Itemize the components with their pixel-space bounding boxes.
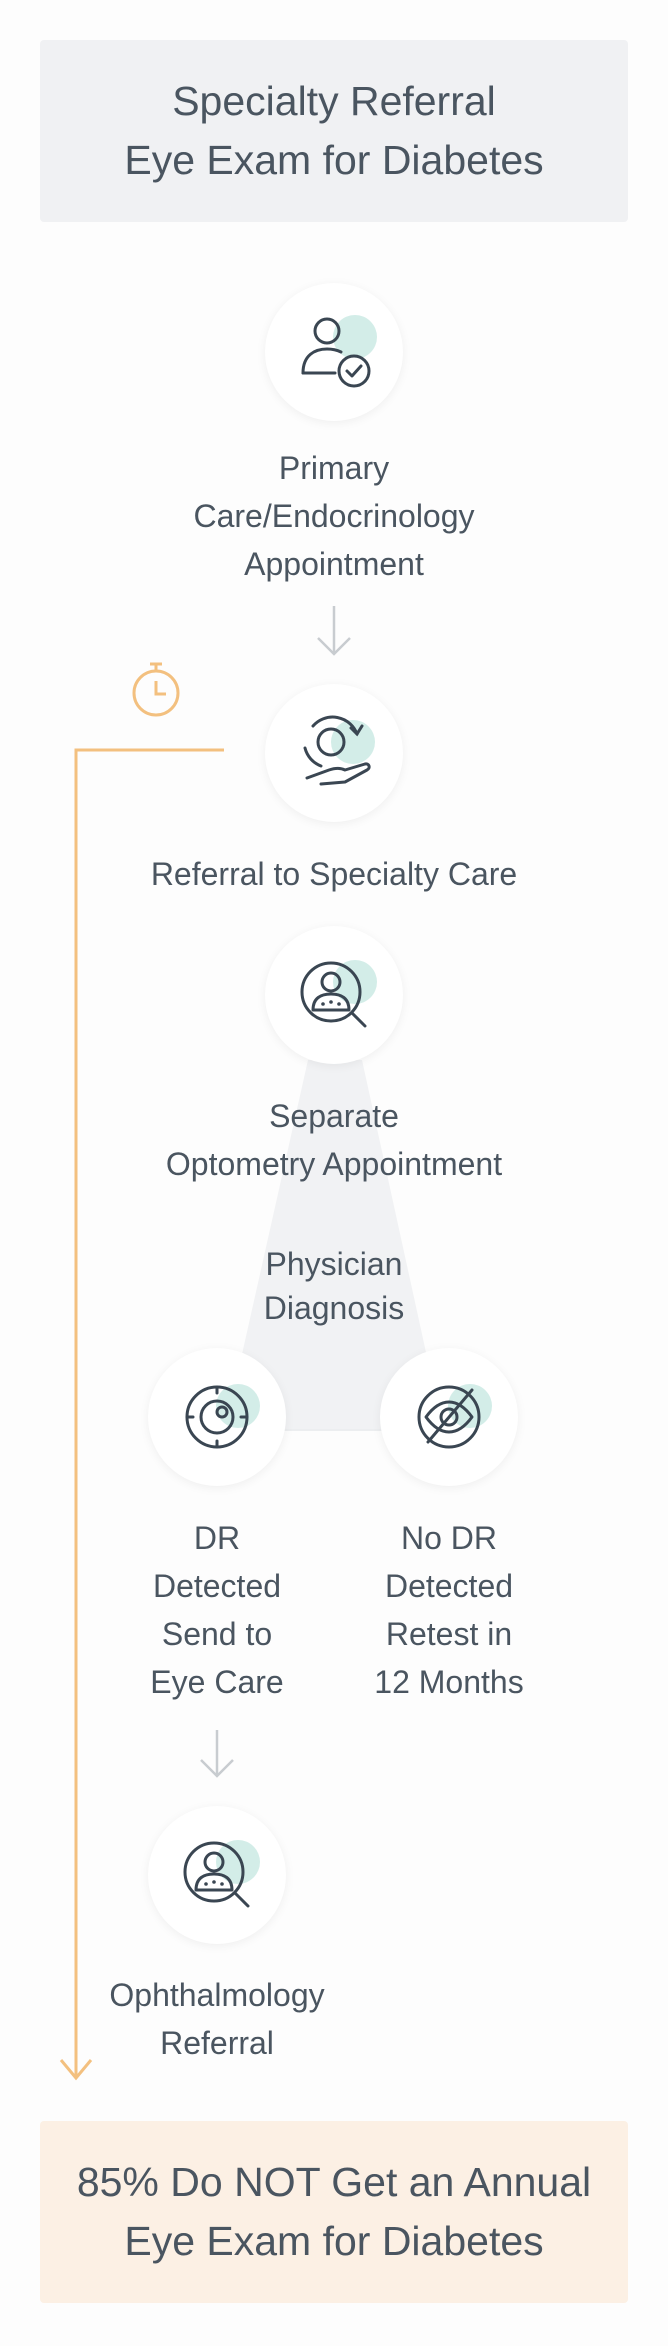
dr-detected-label: DR Detected Send to Eye Care [117, 1514, 317, 1706]
optometry-label: Separate Optometry Appointment [84, 1092, 584, 1188]
optometry-label-line: Separate [269, 1098, 399, 1134]
diagnosis-label-line: Diagnosis [263, 1290, 405, 1326]
footer-line-1: 85% Do NOT Get an Annual [76, 2159, 592, 2205]
ophthalmology-label-line: Ophthalmology [109, 1977, 325, 2013]
no-dr-icon-circle [380, 1348, 518, 1486]
dr-detected-label-line: Send to [161, 1616, 273, 1652]
no-dr-label-line: No DR [400, 1520, 497, 1556]
magnify-person-icon [300, 960, 377, 1028]
header-line-2: Eye Exam for Diabetes [124, 137, 544, 183]
eye-lens-icon [185, 1384, 260, 1449]
footer-stat-box: 85% Do NOT Get an Annual Eye Exam for Di… [40, 2121, 628, 2303]
footer-line-2: Eye Exam for Diabetes [124, 2218, 544, 2264]
ophthalmology-icon-circle [148, 1806, 286, 1944]
dr-detected-label-line: Detected [152, 1568, 282, 1604]
dr-detected-label-line: Eye Care [150, 1664, 284, 1700]
header-title-box: Specialty Referral Eye Exam for Diabetes [40, 40, 628, 222]
dr-detected-icon-circle [148, 1348, 286, 1486]
optometry-icon-circle [265, 926, 403, 1064]
primary-care-label-line: Appointment [244, 546, 424, 582]
referral-label: Referral to Specialty Care [84, 850, 584, 898]
no-dr-label-line: 12 Months [374, 1664, 524, 1700]
no-dr-label-line: Retest in [385, 1616, 513, 1652]
magnify-person-icon [183, 1840, 260, 1908]
hand-refresh-icon [303, 715, 375, 786]
dr-detected-label-line: DR [193, 1520, 241, 1556]
no-dr-label-line: Detected [384, 1568, 514, 1604]
person-check-icon [301, 315, 377, 388]
primary-care-label-line: Primary [278, 450, 390, 486]
primary-care-label: Primary Care/Endocrinology Appointment [134, 444, 534, 588]
ophthalmology-label-line: Referral [160, 2025, 274, 2061]
header-line-1: Specialty Referral [172, 78, 496, 124]
eye-slash-icon [417, 1384, 492, 1449]
ophthalmology-label: Ophthalmology Referral [67, 1971, 367, 2067]
optometry-label-line: Optometry Appointment [165, 1146, 503, 1182]
referral-icon-circle [265, 684, 403, 822]
diagnosis-label: Physician Diagnosis [184, 1242, 484, 1330]
no-dr-label: No DR Detected Retest in 12 Months [349, 1514, 549, 1706]
stopwatch-icon [132, 662, 180, 717]
diagnosis-label-line: Physician [265, 1246, 403, 1282]
primary-care-label-line: Care/Endocrinology [193, 498, 475, 534]
referral-label-line: Referral to Specialty Care [150, 856, 518, 892]
primary-care-icon-circle [265, 283, 403, 421]
